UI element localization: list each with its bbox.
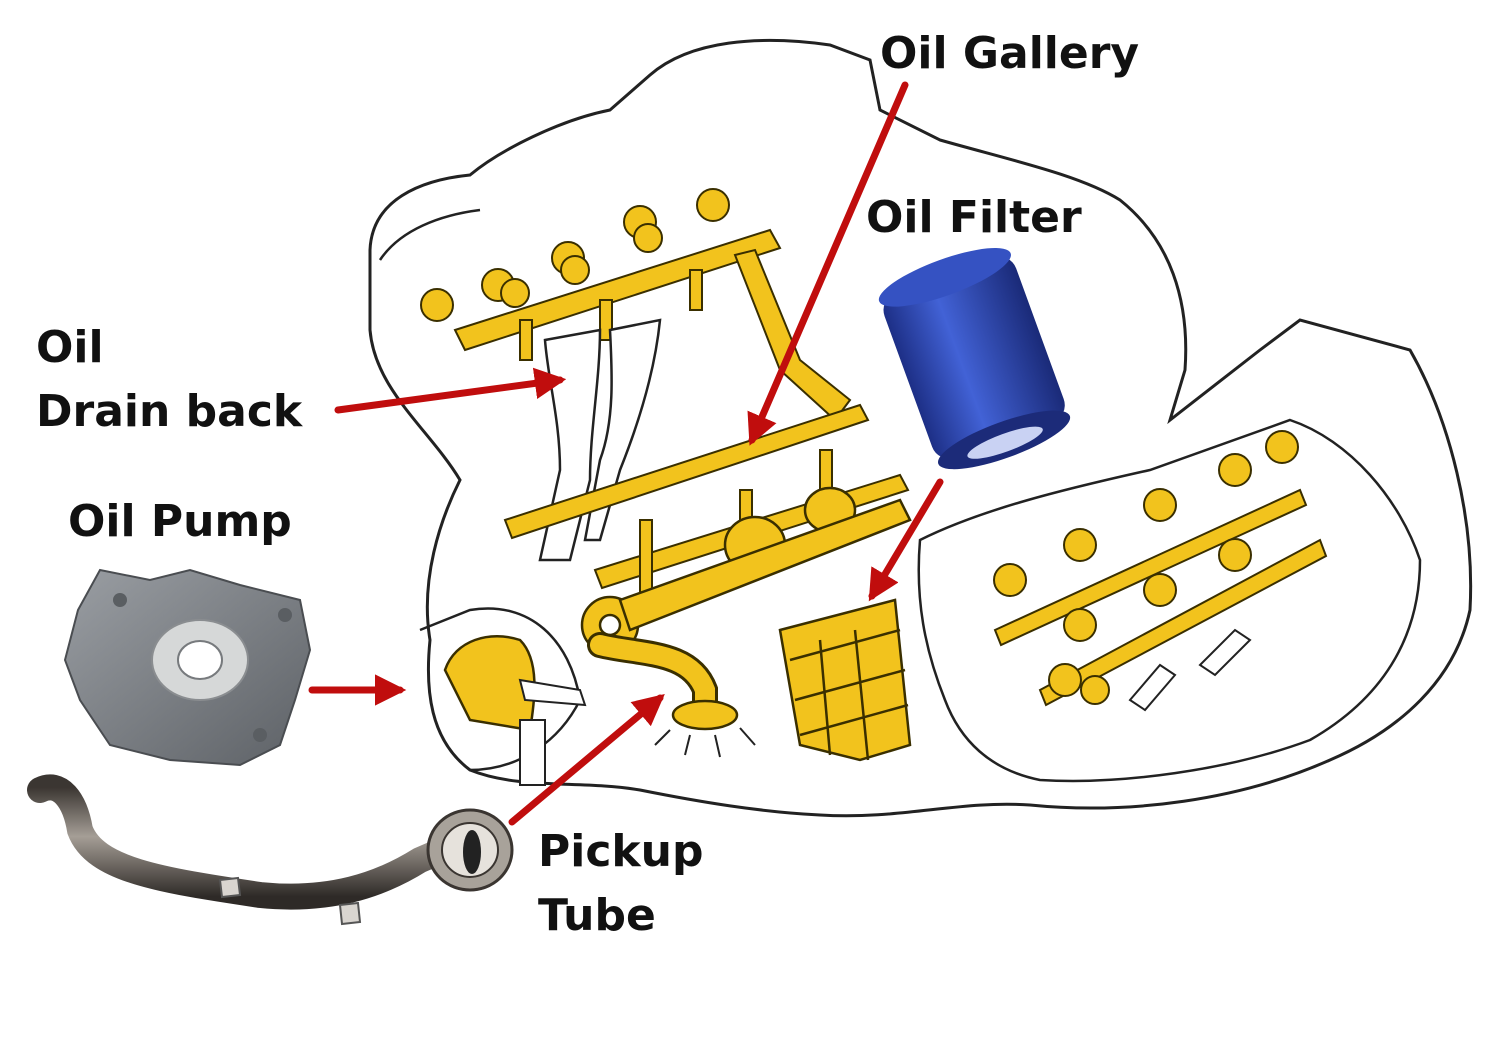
pickup-strainer-in-engine bbox=[671, 699, 739, 731]
engine-block-outline bbox=[368, 38, 1473, 818]
oil-filter-image bbox=[878, 247, 1071, 470]
oil-feed-column bbox=[733, 248, 852, 422]
label-oil-drain-back-line2: Drain back bbox=[36, 386, 303, 437]
oil-pump-image bbox=[63, 568, 312, 767]
label-oil-filter: Oil Filter bbox=[866, 192, 1082, 243]
arrow-oil-gallery bbox=[747, 81, 909, 446]
right-bank-cam-lobes bbox=[1128, 628, 1252, 712]
label-oil-drain-back: Oil Drain back bbox=[36, 316, 302, 444]
label-oil-gallery: Oil Gallery bbox=[880, 28, 1140, 79]
callout-arrows bbox=[308, 81, 944, 826]
label-pickup-tube: Pickup Tube bbox=[538, 820, 704, 948]
pickup-tube-image bbox=[27, 774, 514, 926]
engine-block-right-bank-outline bbox=[917, 418, 1422, 783]
arrow-pickup-tube bbox=[508, 693, 665, 826]
oil-sump bbox=[778, 598, 912, 762]
label-oil-drain-back-line1: Oil bbox=[36, 322, 104, 373]
right-rocker-assembly bbox=[993, 430, 1328, 707]
label-oil-pump: Oil Pump bbox=[68, 496, 292, 547]
arrow-oil-drain-back bbox=[334, 367, 567, 414]
left-rocker-assembly bbox=[420, 188, 782, 361]
label-pickup-tube-line2: Tube bbox=[538, 890, 656, 941]
label-pickup-tube-line1: Pickup bbox=[538, 826, 704, 877]
strainer-rays bbox=[654, 727, 756, 758]
pickup-pipe-in-engine-fill bbox=[590, 635, 715, 720]
oil-pump-in-engine bbox=[443, 635, 587, 786]
arrow-oil-filter bbox=[868, 478, 944, 602]
